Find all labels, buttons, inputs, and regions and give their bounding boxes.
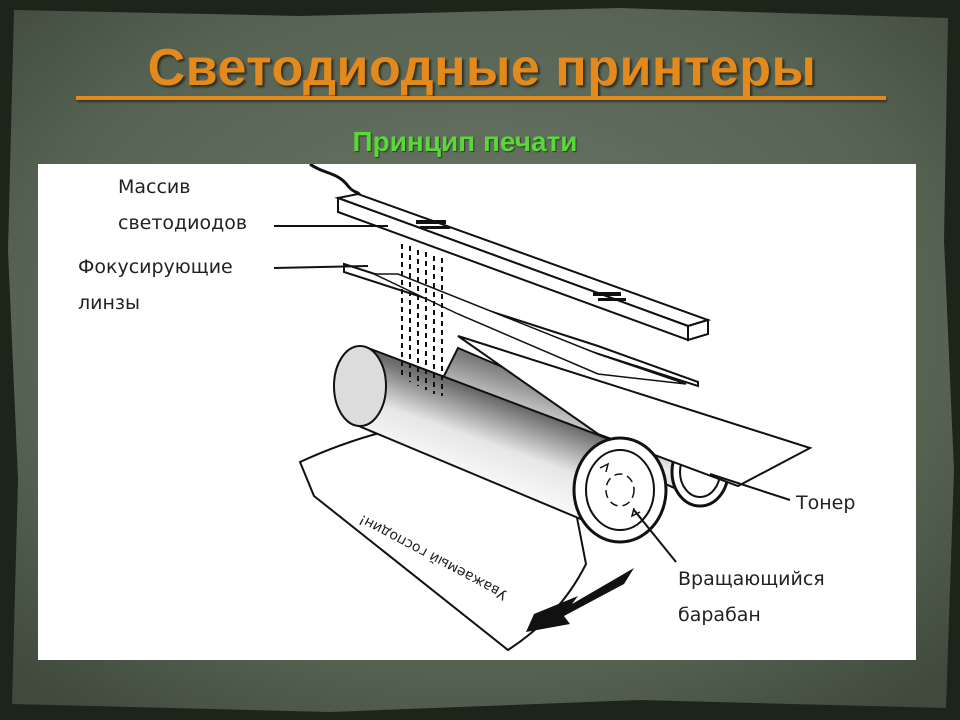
- toner-plate: [457, 335, 813, 488]
- drum-icon: [333, 345, 668, 544]
- lens-plate: [373, 273, 687, 385]
- leader-drum: [633, 509, 677, 563]
- label-led-array-line1: Массив: [118, 176, 191, 198]
- leader-lenses: [273, 265, 369, 269]
- led-printer-diagram: Уважаемый господин!: [273, 164, 813, 652]
- slide-title: Светодиодные принтеры: [147, 39, 817, 97]
- label-led-array-line2: светодиодов: [118, 212, 248, 234]
- label-lenses-line1: Фокусирующие: [78, 256, 233, 278]
- led-beams: [401, 244, 443, 396]
- label-drum-line1: Вращающийся: [678, 568, 825, 590]
- leader-toner: [709, 473, 791, 501]
- leader-lines: [273, 225, 791, 563]
- title-underline: [76, 96, 886, 100]
- led-array-bar: [334, 192, 712, 342]
- diagram-panel: Уважаемый господин!: [38, 164, 916, 660]
- label-toner: Тонер: [796, 492, 856, 514]
- label-lenses-line2: линзы: [78, 292, 141, 314]
- slide-subtitle: Принцип печати: [352, 126, 578, 157]
- paper-direction-arrow: [526, 568, 634, 632]
- label-drum-line2: барабан: [678, 604, 761, 626]
